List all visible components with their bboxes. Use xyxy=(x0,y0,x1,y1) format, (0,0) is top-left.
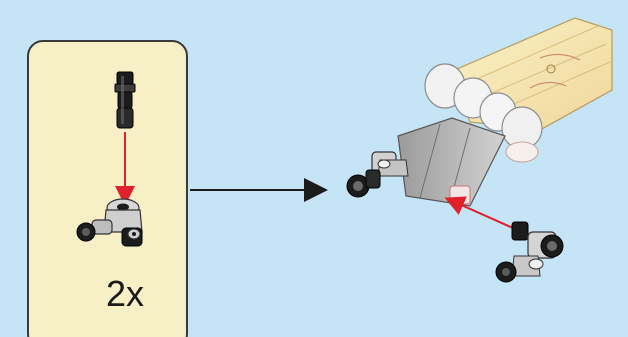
technic-pin-connector-icon xyxy=(115,72,135,128)
attach-arrow xyxy=(450,200,522,232)
wing-assembly-icon xyxy=(398,18,612,206)
incoming-ball-joint-icon xyxy=(496,222,563,282)
technic-ball-joint-icon xyxy=(77,199,142,246)
attached-ball-joint-icon xyxy=(347,152,408,197)
